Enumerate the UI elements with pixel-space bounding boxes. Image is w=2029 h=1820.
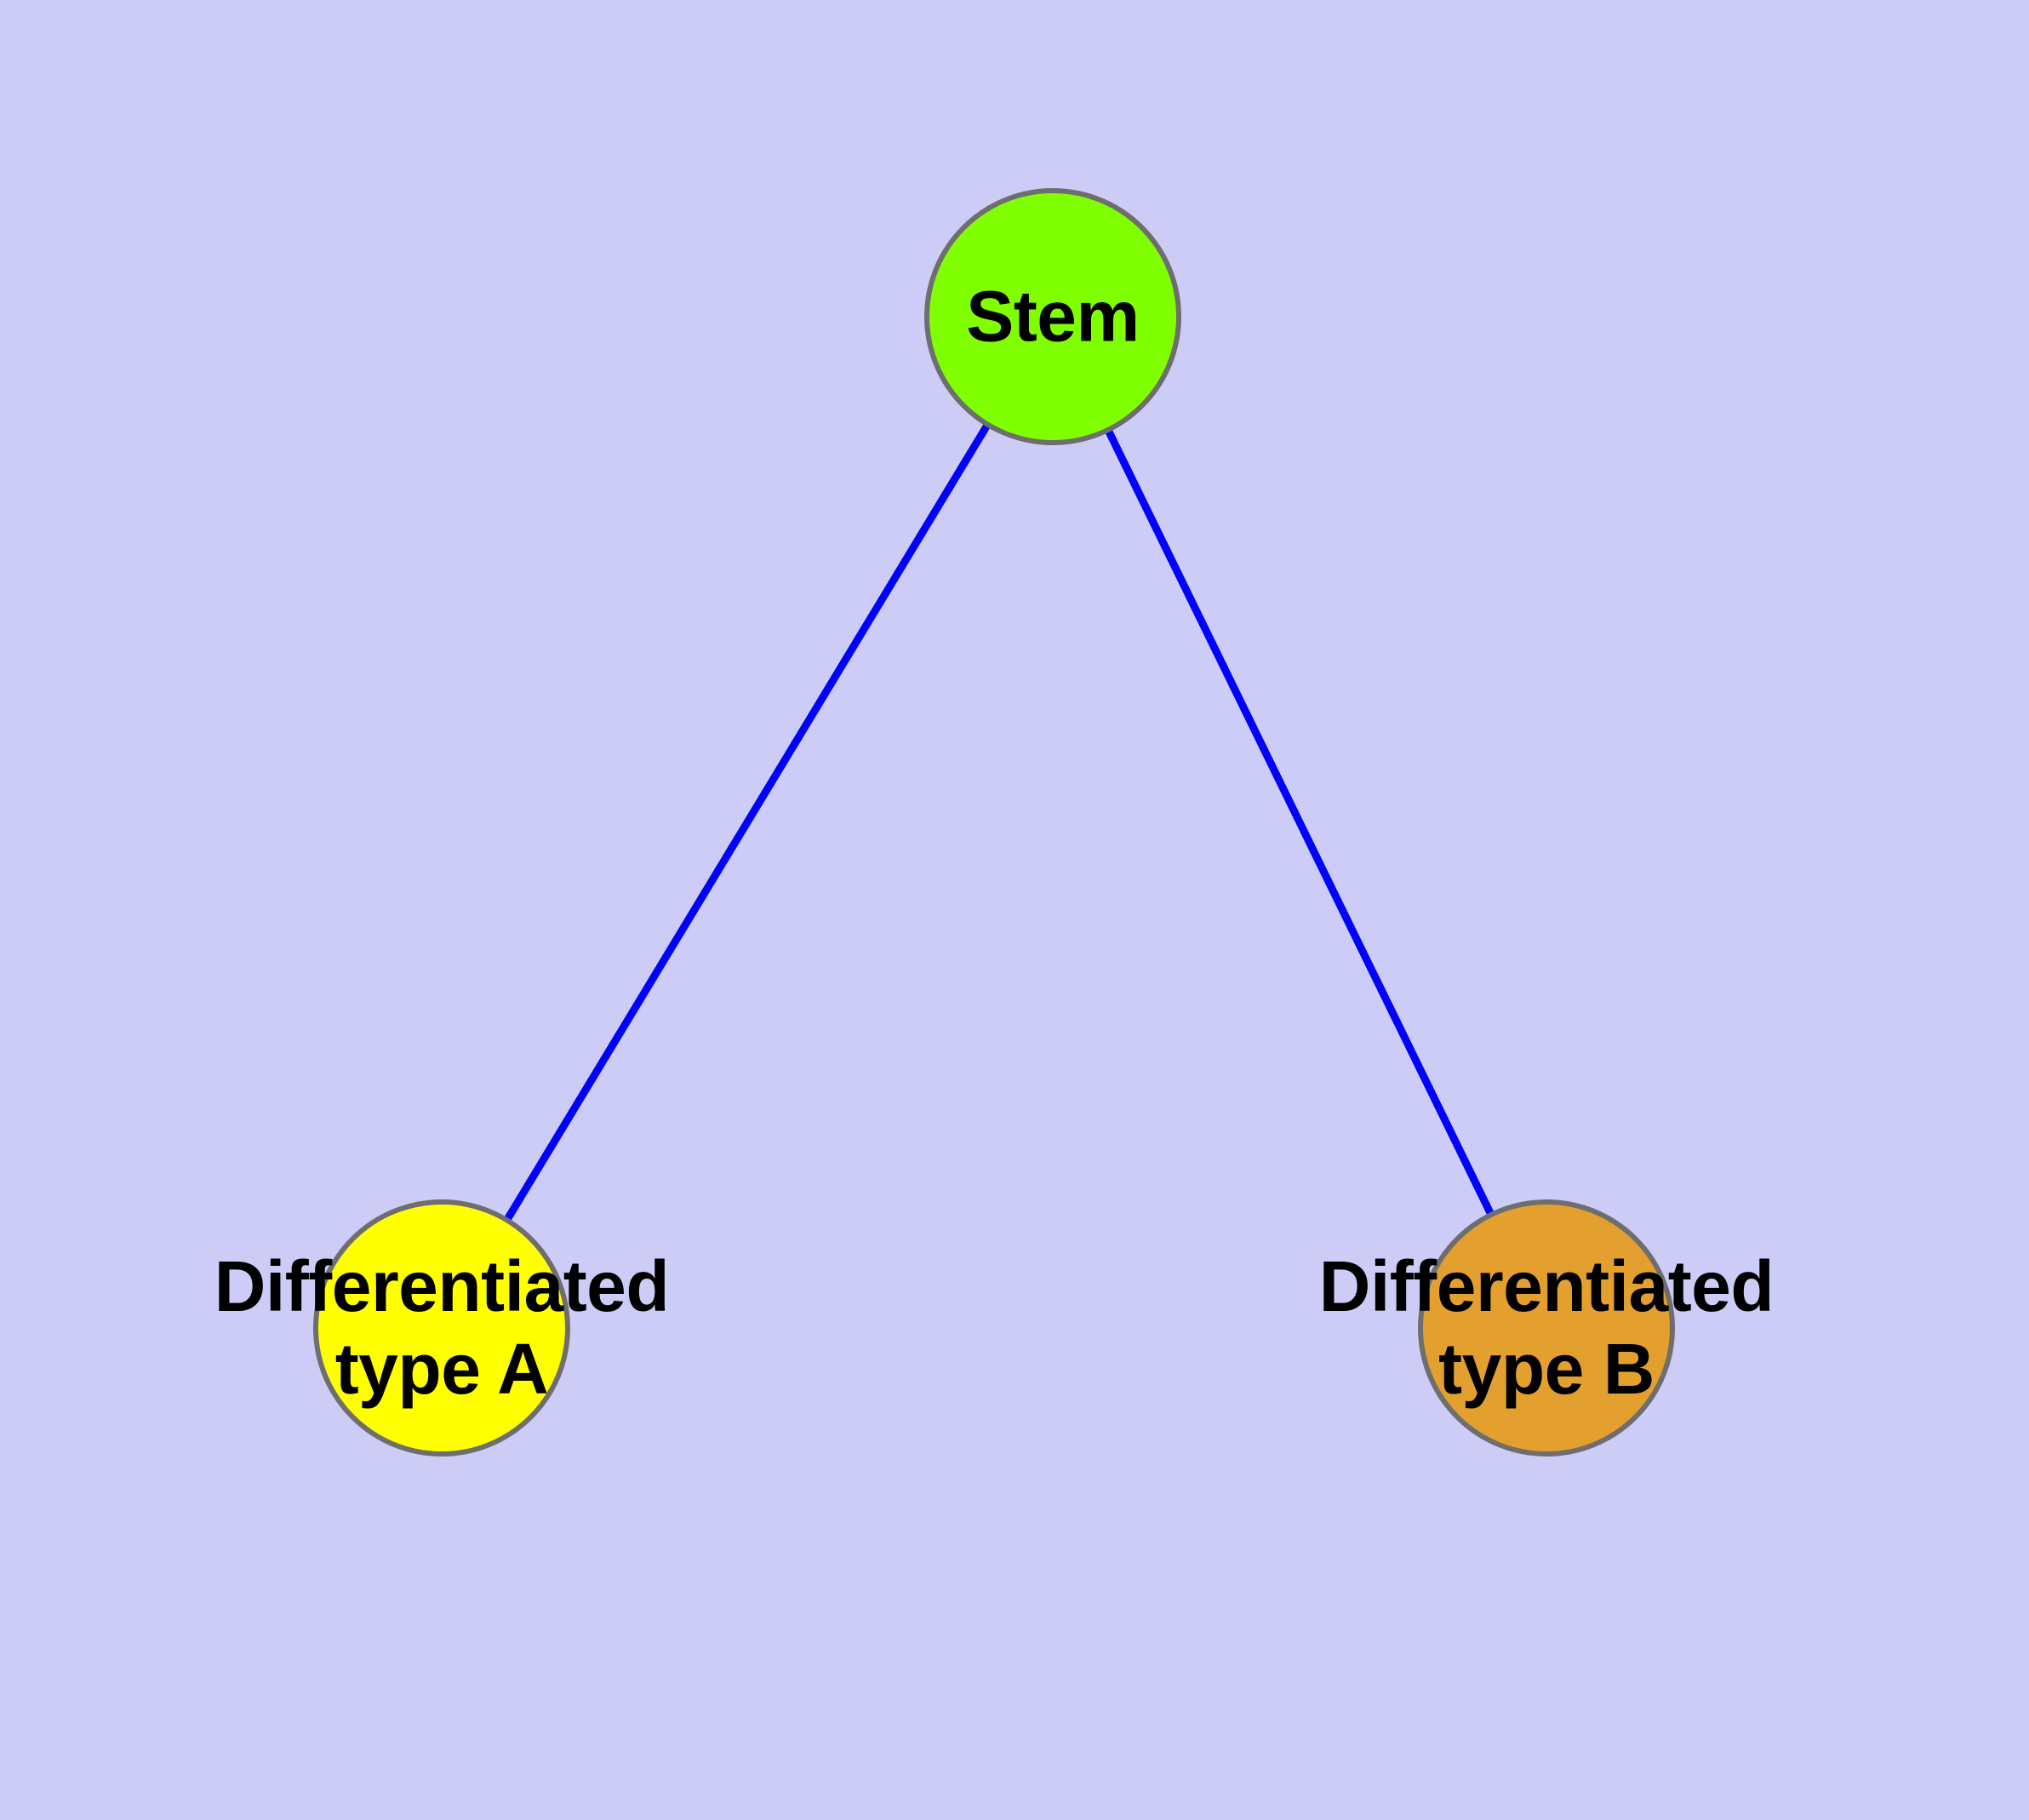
edge-stem-to-differentiated-type-a[interactable] (438, 314, 1056, 1331)
node-differentiated-type-b[interactable] (1418, 1199, 1675, 1457)
edge-stem-to-differentiated-type-b[interactable] (1049, 315, 1551, 1330)
node-stem[interactable] (924, 188, 1181, 445)
node-layer (313, 188, 1675, 1457)
edge-layer (438, 314, 1551, 1331)
node-differentiated-type-a[interactable] (313, 1199, 570, 1457)
